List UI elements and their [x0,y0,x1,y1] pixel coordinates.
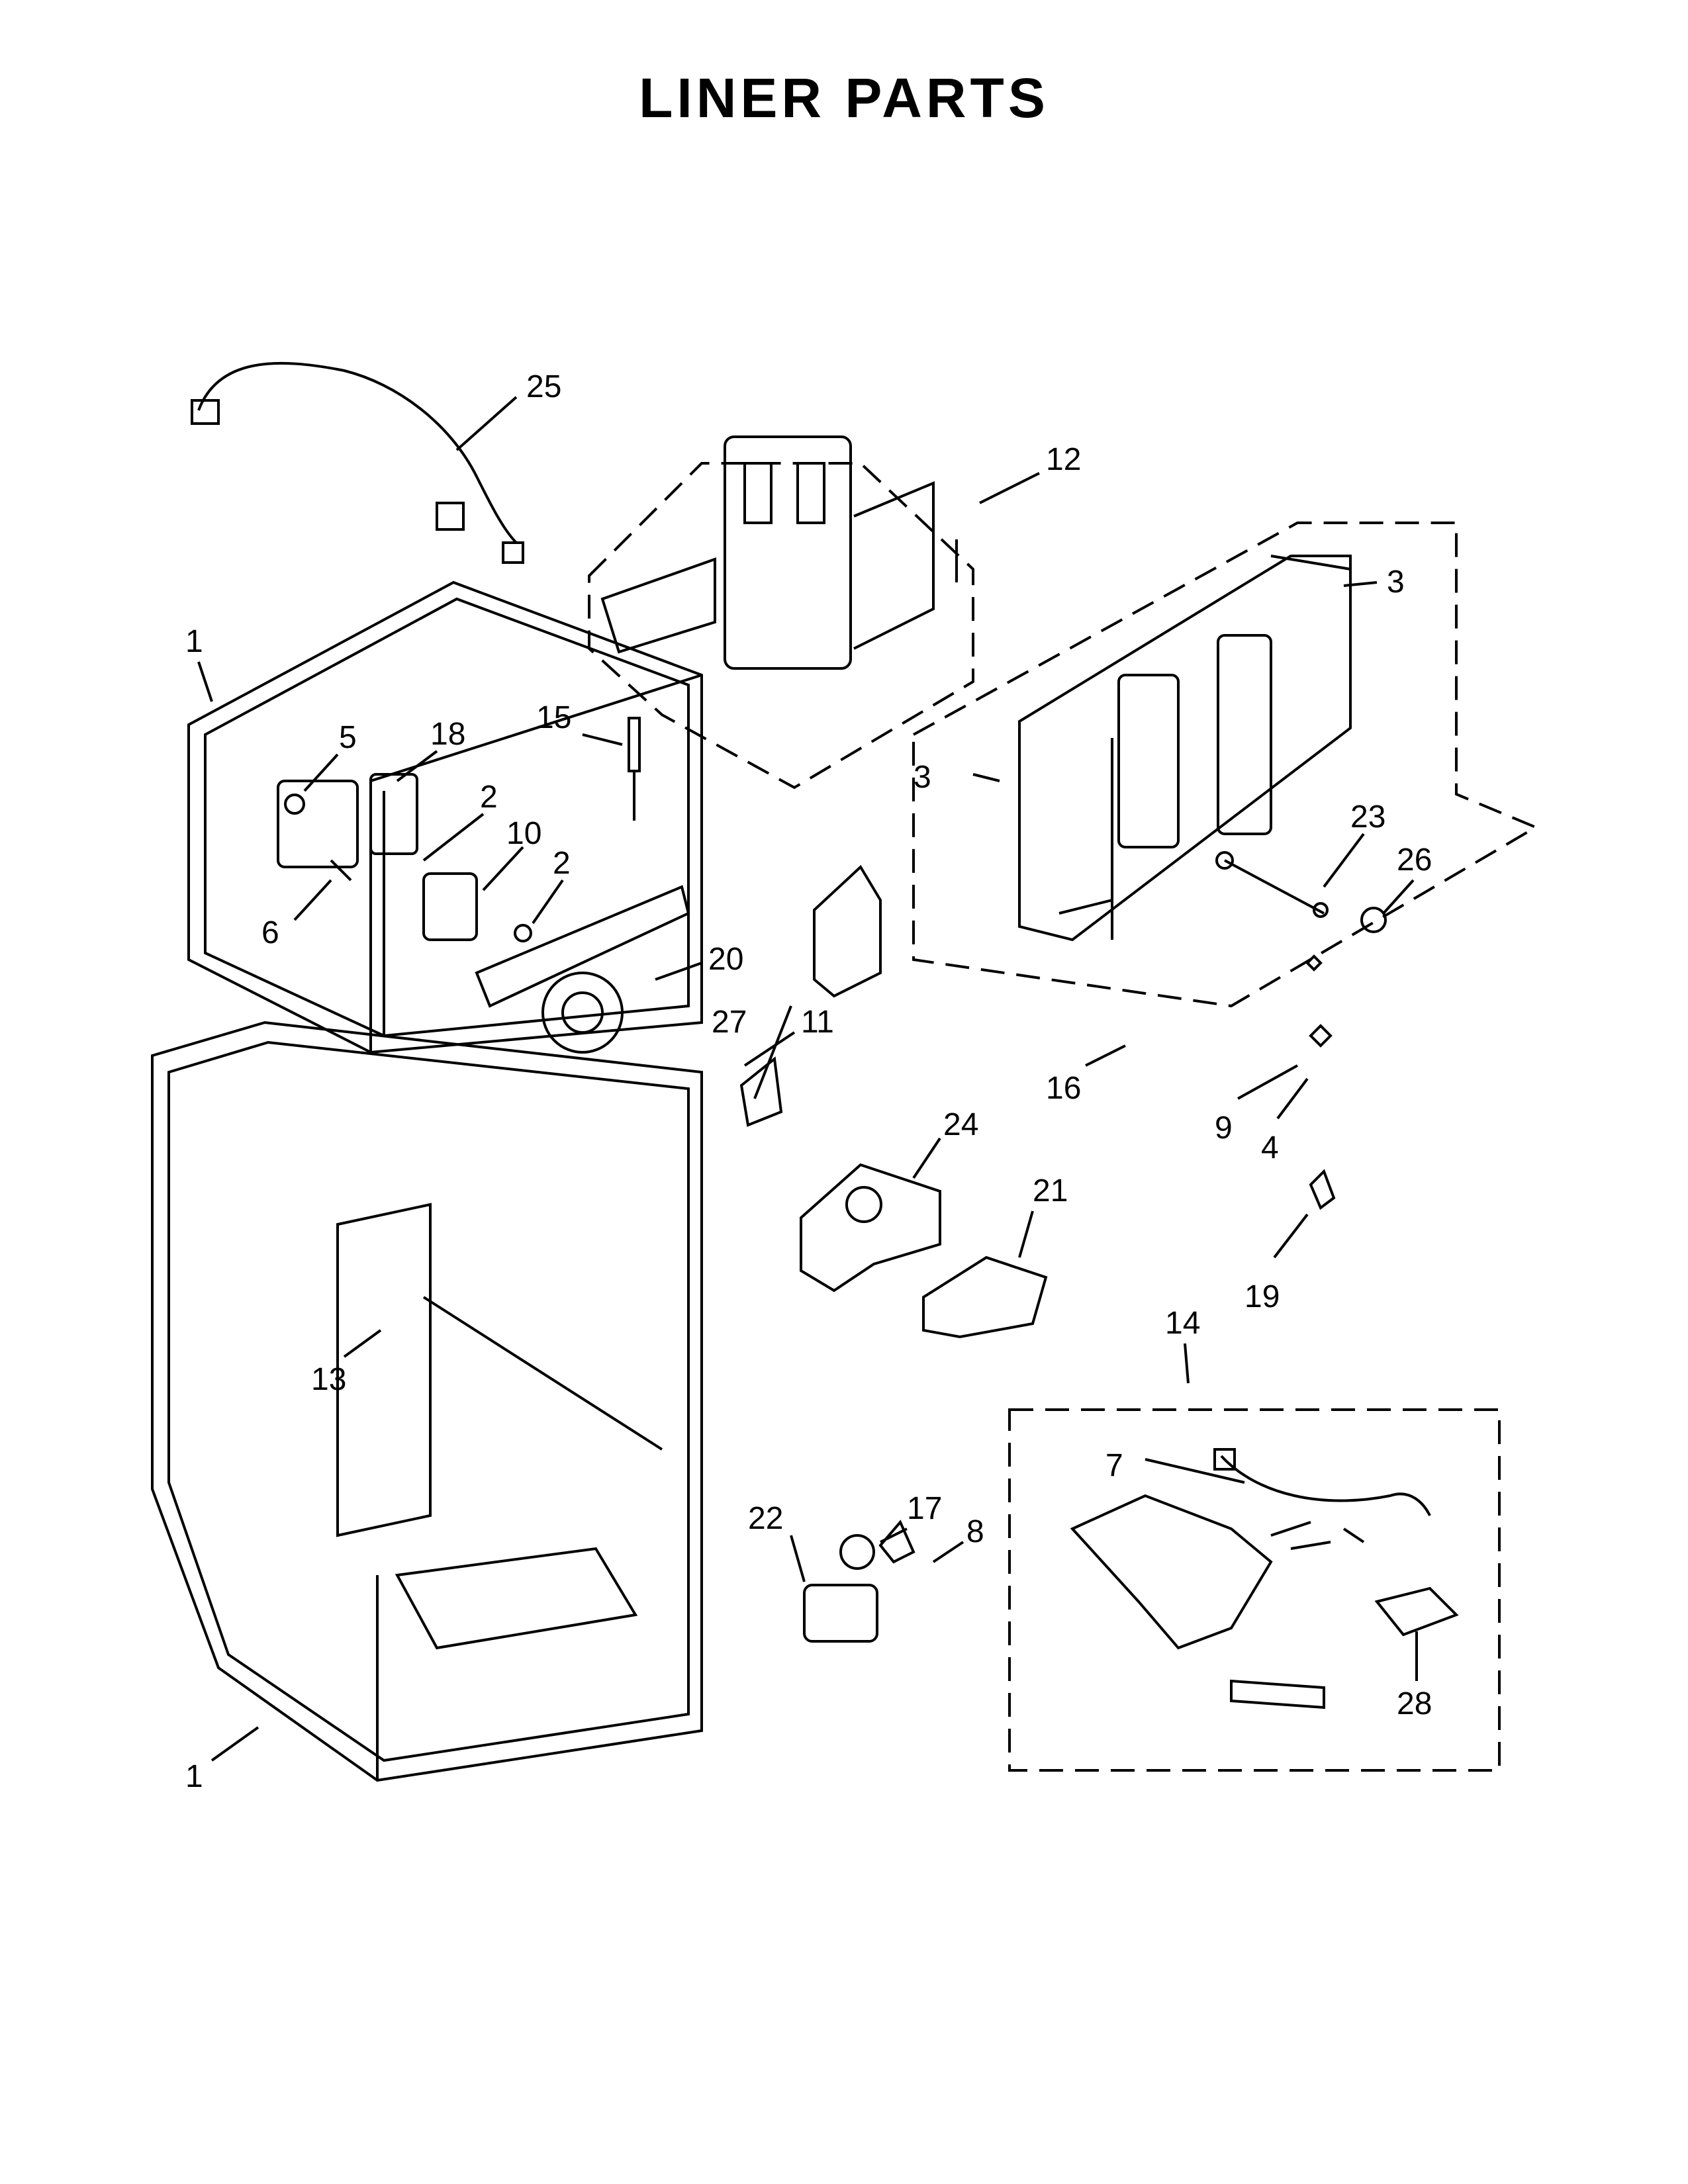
evaporator-cover-group [912,522,1539,1008]
callout: 15 [536,700,571,735]
callout: 28 [1397,1686,1432,1721]
callout: 26 [1397,842,1432,878]
callout: 1 [185,624,203,659]
callout: 9 [1215,1111,1233,1146]
callout: 24 [943,1107,978,1142]
wire-harness-25 [191,361,524,564]
callout: 22 [748,1501,783,1536]
damper-assembly [277,717,690,1054]
callout: 27 [712,1005,747,1040]
upper-liner [187,580,703,1054]
callout: 3 [1387,565,1405,600]
callout: 18 [430,717,465,752]
lower-liner [151,1021,703,1782]
callout: 13 [311,1362,346,1397]
part-12-group [588,435,974,790]
callout: 3 [914,760,931,795]
callout: 20 [708,942,743,977]
callout: 6 [261,915,279,950]
small-parts [739,864,1387,1643]
part-14-group [1008,1408,1501,1772]
callout: 12 [1046,442,1081,477]
callout: 21 [1033,1173,1068,1208]
page-title: LINER PARTS [639,67,1049,129]
callout: 1 [185,1759,203,1794]
callout: 10 [506,816,541,851]
callout: 2 [480,780,498,815]
callout: 16 [1046,1071,1081,1106]
callout-labels: 1 5 18 15 2 10 2 6 20 27 11 25 12 3 3 23… [185,369,1432,1794]
callout: 8 [966,1514,984,1549]
callout: 14 [1165,1306,1200,1341]
callout: 17 [907,1491,942,1526]
callout: 19 [1244,1279,1280,1314]
callout: 11 [801,1005,834,1040]
callout: 2 [553,846,571,881]
callout: 4 [1261,1130,1279,1165]
callout: 5 [339,720,357,755]
leader-lines [197,396,1418,1762]
callout: 23 [1350,799,1385,835]
callout: 7 [1105,1448,1123,1483]
callout: 25 [526,369,561,404]
